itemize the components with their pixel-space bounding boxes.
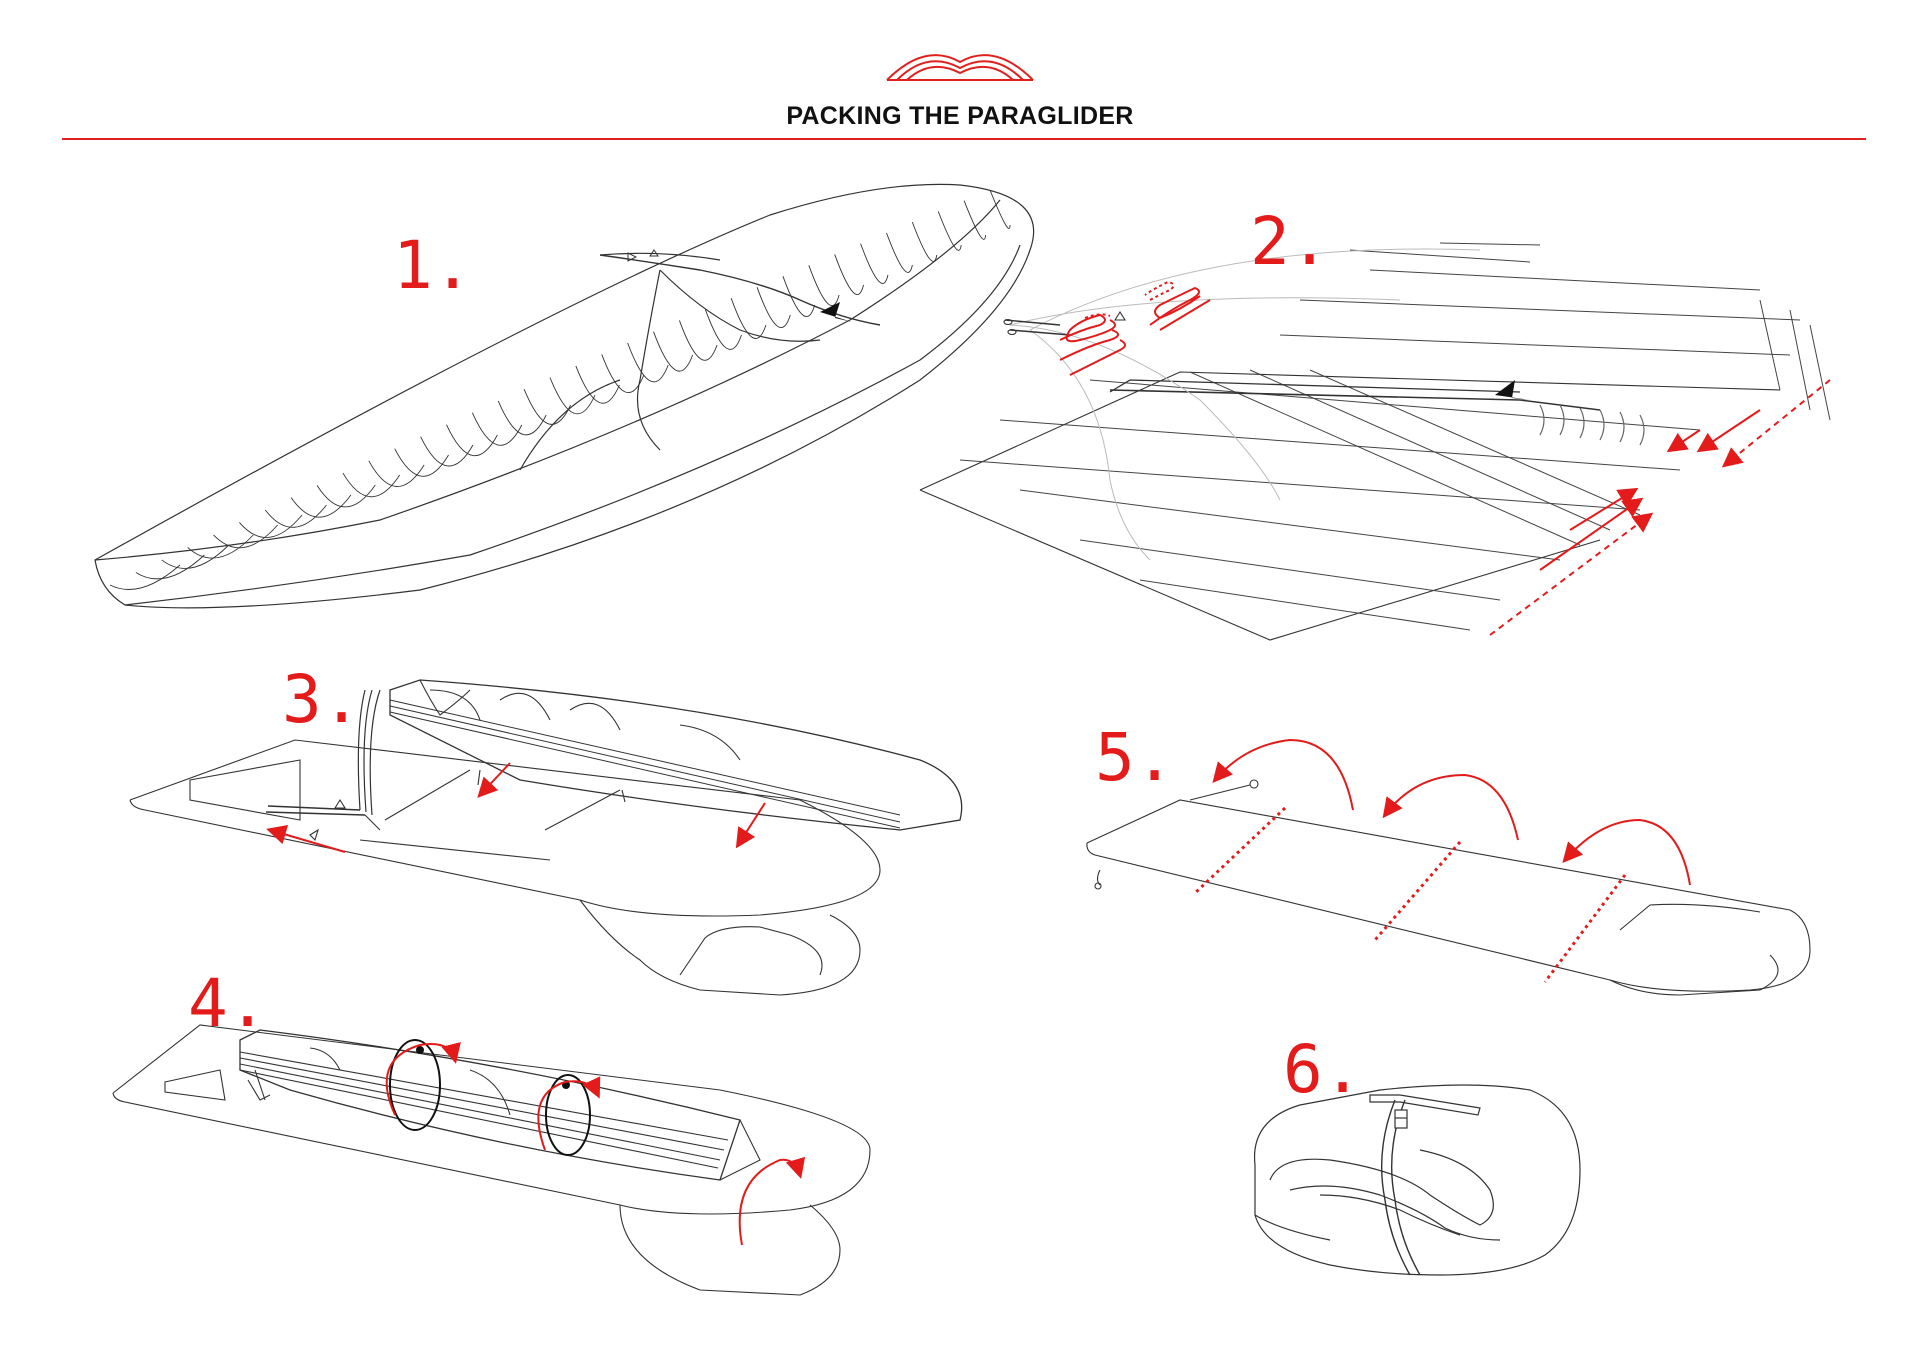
step-2-line-stowing xyxy=(1059,280,1211,376)
page-title: PACKING THE PARAGLIDER xyxy=(786,102,1134,130)
step-2-illustration xyxy=(919,242,1831,641)
step-3-number: 3. xyxy=(282,661,361,738)
step-3-illustration xyxy=(129,679,963,996)
step-2-number: 2. xyxy=(1250,203,1329,280)
step-4-straps xyxy=(389,1039,591,1156)
step-5-illustration xyxy=(1086,779,1811,996)
step-1-illustration xyxy=(94,183,1035,609)
step-5-arrows xyxy=(1212,738,1691,886)
step-4-arrows xyxy=(385,1042,806,1246)
step-5-fold-lines xyxy=(1193,806,1627,983)
brand-logo xyxy=(886,54,1034,81)
step-5-number: 5. xyxy=(1095,719,1174,796)
step-2-push-arrows xyxy=(1489,379,1831,636)
step-4-number: 4. xyxy=(188,965,267,1042)
step-3-arrows xyxy=(266,762,766,853)
step-6-illustration xyxy=(1253,1084,1581,1276)
step-6-number: 6. xyxy=(1283,1031,1362,1108)
step-1-number: 1. xyxy=(393,227,472,304)
header-divider xyxy=(62,138,1866,140)
step-4-illustration xyxy=(112,1024,871,1296)
